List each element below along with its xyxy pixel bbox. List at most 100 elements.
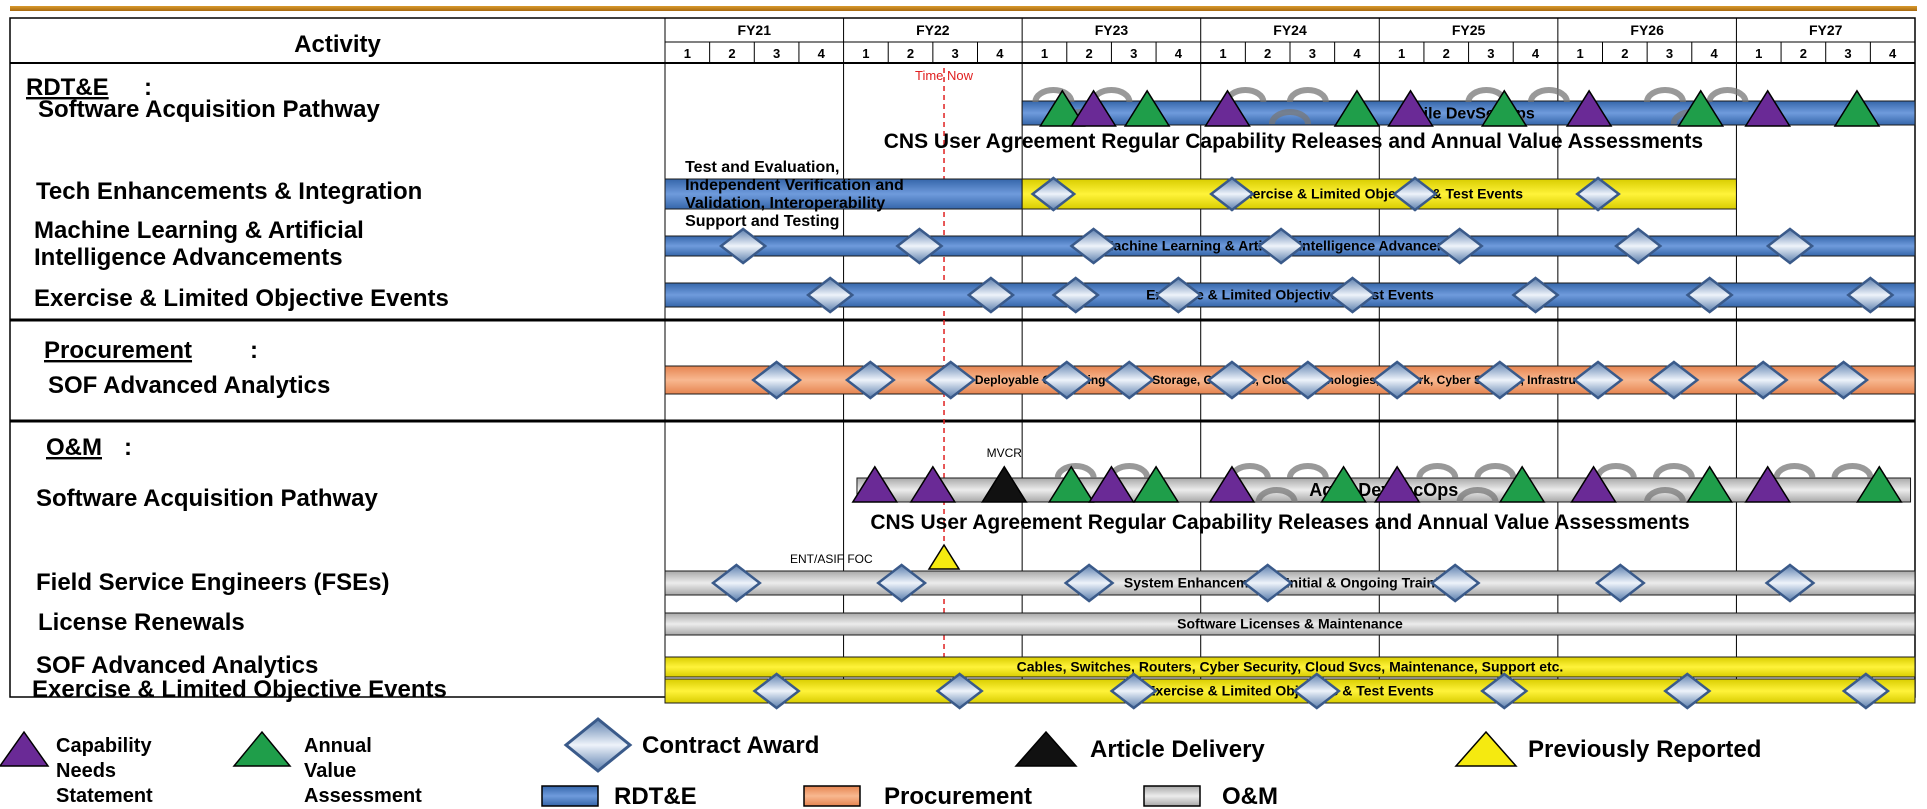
capability-needs-triangle	[1387, 89, 1434, 127]
capability-cycle-arrow	[1032, 87, 1075, 103]
section-title-rdte: RDT&E	[26, 74, 109, 101]
section-colon: :	[144, 74, 152, 101]
capability-cycle-arrow	[1474, 463, 1517, 479]
quarter-label: 2	[1443, 46, 1450, 61]
section-title-procurement: Procurement	[44, 337, 192, 364]
contract-award-diamond	[1371, 360, 1423, 400]
legend-contract-text: Contract Award	[642, 732, 819, 759]
legend-rdte-text: RDT&E	[614, 783, 697, 809]
capability-cycle-arrow	[1773, 463, 1816, 479]
contract-award-diamond	[925, 360, 977, 400]
quarter-label: 2	[728, 46, 735, 61]
capability-cycle-arrow	[1255, 487, 1298, 503]
om-exercise-bar-text: Exercise & Limited Objective & Test Even…	[1146, 683, 1434, 699]
contract-award-diamond	[1429, 563, 1481, 603]
quarter-label: 3	[773, 46, 780, 61]
quarter-label: 1	[1398, 46, 1405, 61]
row-label: Machine Learning & Artificial	[34, 217, 364, 244]
capability-needs-triangle	[1744, 89, 1792, 127]
quarter-label: 2	[1800, 46, 1807, 61]
tech-enhancements-text: Independent Verification and	[685, 177, 904, 194]
row-label: Software Acquisition Pathway	[38, 96, 380, 123]
quarter-label: 3	[1487, 46, 1494, 61]
fiscal-year-label: FY23	[1095, 22, 1129, 38]
quarter-label: 4	[996, 46, 1004, 61]
annual-value-assessment-triangle	[1498, 465, 1546, 503]
row-label: Tech Enhancements & Integration	[36, 178, 422, 205]
contract-award-diamond	[752, 672, 801, 710]
activity-header: Activity	[294, 31, 381, 58]
capability-needs-triangle	[1373, 465, 1421, 503]
annual-value-assessment-triangle	[1480, 89, 1528, 127]
legend-previous-triangle	[1454, 730, 1518, 767]
contract-award-diamond	[710, 563, 762, 603]
capability-cycle-arrow	[1054, 463, 1097, 479]
annual-value-assessment-triangle	[1123, 89, 1171, 127]
capability-needs-triangle	[1565, 89, 1613, 127]
capability-cycle-arrow	[1706, 87, 1749, 103]
capability-needs-triangle	[909, 465, 957, 503]
contract-award-diamond	[1435, 227, 1484, 265]
annual-value-assessment-triangle	[1686, 465, 1733, 503]
contract-award-diamond	[1282, 360, 1334, 400]
capability-cycle-arrow	[1644, 487, 1686, 503]
om-analytics-bar-text: Cables, Switches, Routers, Cyber Securit…	[1017, 659, 1564, 675]
quarter-label: 2	[1621, 46, 1628, 61]
row-label: Field Service Engineers (FSEs)	[36, 569, 389, 596]
mvcr-label: MVCR	[987, 446, 1023, 460]
contract-award-diamond	[1392, 176, 1438, 212]
contract-award-diamond	[1818, 360, 1870, 400]
contract-award-diamond	[895, 227, 944, 265]
om-analytics-bar	[664, 656, 1916, 678]
capability-cycle-arrow	[1286, 87, 1329, 103]
contract-award-diamond	[806, 276, 855, 314]
row-label: Exercise & Limited Objective Events	[34, 285, 449, 312]
quarter-label: 3	[1844, 46, 1851, 61]
quarter-label: 2	[1085, 46, 1092, 61]
contract-award-diamond	[1648, 360, 1700, 400]
quarter-label: 1	[1755, 46, 1762, 61]
capability-needs-triangle	[1204, 89, 1251, 127]
legend-capability-text: Needs	[56, 760, 116, 782]
legend-annual-triangle	[232, 730, 292, 767]
section-colon: :	[124, 434, 132, 461]
tech-enhancements-yellow-bar-text: Exercise & Limited Objective & Test Even…	[1235, 186, 1523, 202]
tech-enhancements-text: Support and Testing	[685, 213, 839, 230]
contract-award-diamond	[718, 227, 768, 265]
annual-value-assessment-triangle	[1833, 89, 1881, 127]
quarter-label: 1	[1577, 46, 1584, 61]
quarter-label: 1	[684, 46, 691, 61]
row-label: SOF Advanced Analytics	[36, 652, 318, 679]
row-label: License Renewals	[38, 609, 245, 636]
fiscal-year-label: FY22	[916, 22, 950, 38]
contract-award-diamond	[1511, 276, 1560, 314]
quarter-label: 4	[818, 46, 826, 61]
capability-cycle-arrow	[1269, 109, 1311, 125]
annual-value-assessment-triangle	[1132, 465, 1180, 503]
previously-reported-triangle	[927, 543, 961, 570]
contract-award-diamond	[1572, 360, 1624, 400]
row-label: Exercise & Limited Objective Events	[32, 676, 447, 703]
legend-annual-text: Assessment	[304, 785, 422, 807]
contract-award-diamond	[1069, 227, 1118, 265]
contract-award-diamond	[1575, 176, 1621, 212]
fiscal-year-label: FY25	[1452, 22, 1486, 38]
legend-capability-text: Statement	[56, 785, 153, 807]
capability-needs-triangle	[1208, 465, 1256, 503]
contract-award-diamond	[1764, 563, 1816, 603]
legend-rdte-swatch	[541, 785, 599, 807]
contract-award-diamond	[1154, 276, 1203, 314]
legend-procurement-swatch	[803, 785, 861, 807]
contract-award-diamond	[1663, 672, 1712, 710]
tech-enhancements-text: Validation, Interoperability	[685, 195, 885, 212]
quarter-label: 4	[1889, 46, 1897, 61]
quarter-label: 2	[1264, 46, 1271, 61]
legend-annual-text: Value	[304, 760, 356, 782]
section-colon: :	[250, 337, 258, 364]
quarter-label: 4	[1175, 46, 1183, 61]
contract-award-diamond	[1063, 563, 1115, 603]
contract-award-diamond	[751, 360, 803, 400]
contract-award-diamond	[1242, 563, 1294, 603]
quarter-label: 3	[1130, 46, 1137, 61]
